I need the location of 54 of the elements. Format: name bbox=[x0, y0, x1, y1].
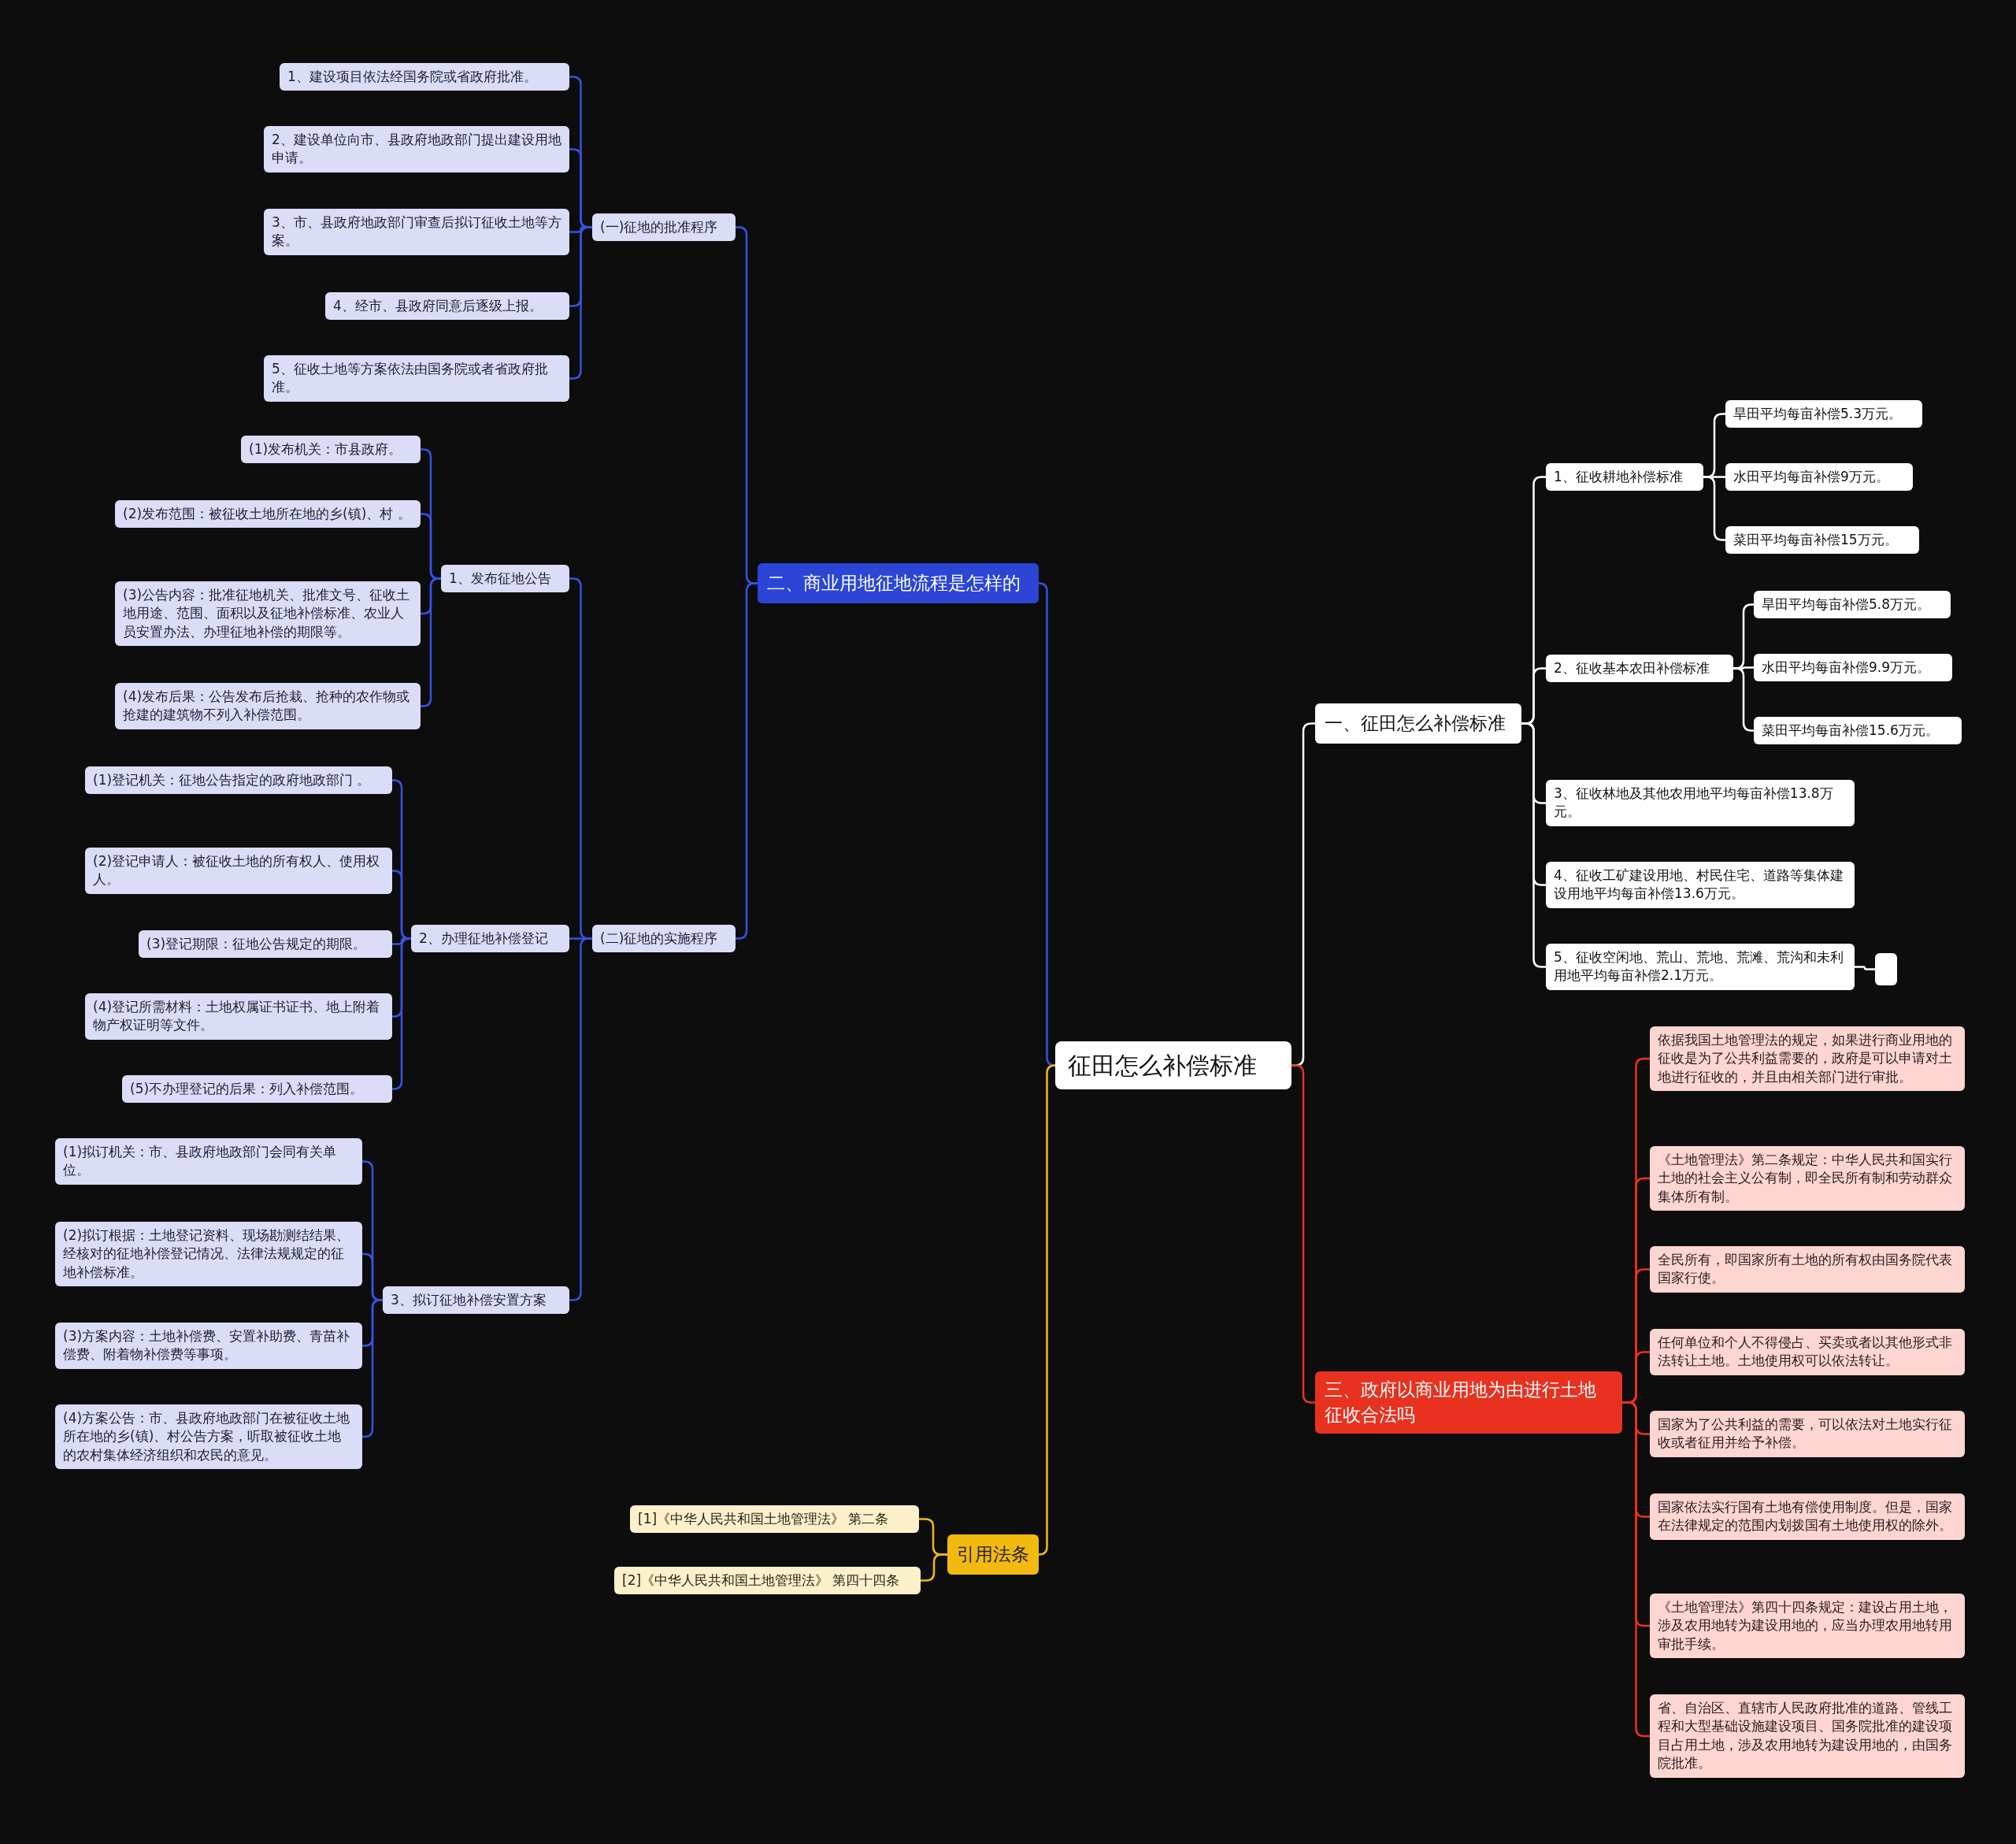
subtopic: (4)发布后果：公告发布后抢栽、抢种的农作物或抢建的建筑物不列入补偿范围。 bbox=[115, 683, 421, 729]
main-topic: 二、商业用地征地流程是怎样的 bbox=[758, 563, 1039, 603]
subtopic: 水田平均每亩补偿9万元。 bbox=[1725, 463, 1913, 492]
subtopic: (3)公告内容：批准征地机关、批准文号、征收土地用途、范围、面积以及征地补偿标准、农业人员安置办法、办理征地补偿的期限等。 bbox=[115, 581, 421, 647]
subtopic: (2)登记申请人：被征收土地的所有权人、使用权人。 bbox=[85, 848, 392, 894]
subtopic: 任何单位和个人不得侵占、买卖或者以其他形式非法转让土地。土地使用权可以依法转让。 bbox=[1650, 1329, 1965, 1375]
subtopic: 3、市、县政府地政部门审查后拟订征收土地等方案。 bbox=[264, 209, 569, 255]
central-topic: 征田怎么补偿标准 bbox=[1055, 1041, 1292, 1089]
subtopic: (一)征地的批准程序 bbox=[592, 213, 736, 242]
subtopic: (1)发布机关：市县政府。 bbox=[241, 436, 421, 464]
subtopic: (2)拟订根据：土地登记资料、现场勘测结结果、经核对的征地补偿登记情况、法律法规规定的征地补偿标准。 bbox=[55, 1222, 362, 1287]
subtopic: 1、建设项目依法经国务院或省政府批准。 bbox=[280, 63, 569, 91]
subtopic: 旱田平均每亩补偿5.3万元。 bbox=[1725, 400, 1922, 429]
subtopic: (4)登记所需材料：土地权属证书证书、地上附着物产权证明等文件。 bbox=[85, 993, 392, 1040]
subtopic: 国家为了公共利益的需要，可以依法对土地实行征收或者征用并给予补偿。 bbox=[1650, 1411, 1965, 1457]
subtopic: (3)方案内容：土地补偿费、安置补助费、青苗补偿费、附着物补偿费等事项。 bbox=[55, 1323, 362, 1369]
main-topic: 引用法条 bbox=[947, 1534, 1039, 1575]
subtopic: 《土地管理法》第四十四条规定：建设占用土地，涉及农用地转为建设用地的，应当办理农用地转用审批手续。 bbox=[1650, 1594, 1965, 1659]
subtopic: [2]《中华人民共和国土地管理法》 第四十四条 bbox=[614, 1567, 921, 1595]
subtopic: 旱田平均每亩补偿5.8万元。 bbox=[1754, 591, 1951, 619]
subtopic: 全民所有，即国家所有土地的所有权由国务院代表国家行使。 bbox=[1650, 1246, 1965, 1293]
subtopic: 水田平均每亩补偿9.9万元。 bbox=[1754, 654, 1952, 682]
subtopic: (1)登记机关：征地公告指定的政府地政部门 。 bbox=[85, 766, 392, 795]
subtopic: 3、征收林地及其他农用地平均每亩补偿13.8万元。 bbox=[1546, 780, 1855, 826]
subtopic: (二)征地的实施程序 bbox=[592, 925, 736, 953]
subtopic: 1、发布征地公告 bbox=[441, 565, 569, 593]
connector-line bbox=[921, 1553, 947, 1582]
subtopic: 菜田平均每亩补偿15.6万元。 bbox=[1754, 717, 1962, 745]
subtopic: (5)不办理登记的后果：列入补偿范围。 bbox=[122, 1075, 392, 1104]
subtopic: 菜田平均每亩补偿15万元。 bbox=[1725, 526, 1919, 555]
subtopic: 3、拟订征地补偿安置方案 bbox=[383, 1286, 569, 1315]
subtopic: 2、办理征地补偿登记 bbox=[411, 925, 569, 953]
subtopic: 4、征收工矿建设用地、村民住宅、道路等集体建设用地平均每亩补偿13.6万元。 bbox=[1546, 862, 1855, 908]
connector-line bbox=[1855, 966, 1875, 970]
subtopic: (2)发布范围：被征收土地所在地的乡(镇)、村 。 bbox=[115, 500, 421, 529]
subtopic: (4)方案公告：市、县政府地政部门在被征收土地所在地的乡(镇)、村公告方案，听取被征收土地的农村集体经济组织和农民的意见。 bbox=[55, 1404, 362, 1470]
subtopic: 依据我国土地管理法的规定，如果进行商业用地的征收是为了公共利益需要的，政府是可以申请对土地进行征收的，并且由相关部门进行审批。 bbox=[1650, 1026, 1965, 1092]
subtopic: (3)登记期限：征地公告规定的期限。 bbox=[139, 930, 392, 959]
subtopic: 2、建设单位向市、县政府地政部门提出建设用地申请。 bbox=[264, 126, 569, 173]
subtopic: 4、经市、县政府同意后逐级上报。 bbox=[325, 292, 569, 321]
empty-topic-box bbox=[1875, 953, 1897, 985]
subtopic: 5、征收土地等方案依法由国务院或者省政府批准。 bbox=[264, 355, 569, 402]
subtopic: 国家依法实行国有土地有偿使用制度。但是，国家在法律规定的范围内划拨国有土地使用权的除外。 bbox=[1650, 1493, 1965, 1540]
subtopic: [1]《中华人民共和国土地管理法》 第二条 bbox=[630, 1505, 919, 1534]
subtopic: 《土地管理法》第二条规定：中华人民共和国实行土地的社会主义公有制，即全民所有制和劳动群众集体所有制。 bbox=[1650, 1146, 1965, 1211]
subtopic: 5、征收空闲地、荒山、荒地、荒滩、荒沟和未利用地平均每亩补偿2.1万元。 bbox=[1546, 944, 1855, 990]
connector-line bbox=[1038, 1064, 1056, 1556]
subtopic: 2、征收基本农田补偿标准 bbox=[1546, 655, 1733, 683]
subtopic: (1)拟订机关：市、县政府地政部门会同有关单位。 bbox=[55, 1138, 362, 1185]
connector-line bbox=[1622, 1401, 1650, 1738]
main-topic: 一、征田怎么补偿标准 bbox=[1315, 703, 1521, 744]
subtopic: 省、自治区、直辖市人民政府批准的道路、管线工程和大型基础设施建设项目、国务院批准的建设项目占用土地，涉及农用地转为建设用地的，由国务院批准。 bbox=[1650, 1694, 1965, 1778]
main-topic: 三、政府以商业用地为由进行土地征收合法吗 bbox=[1315, 1371, 1622, 1434]
subtopic: 1、征收耕地补偿标准 bbox=[1546, 463, 1703, 492]
